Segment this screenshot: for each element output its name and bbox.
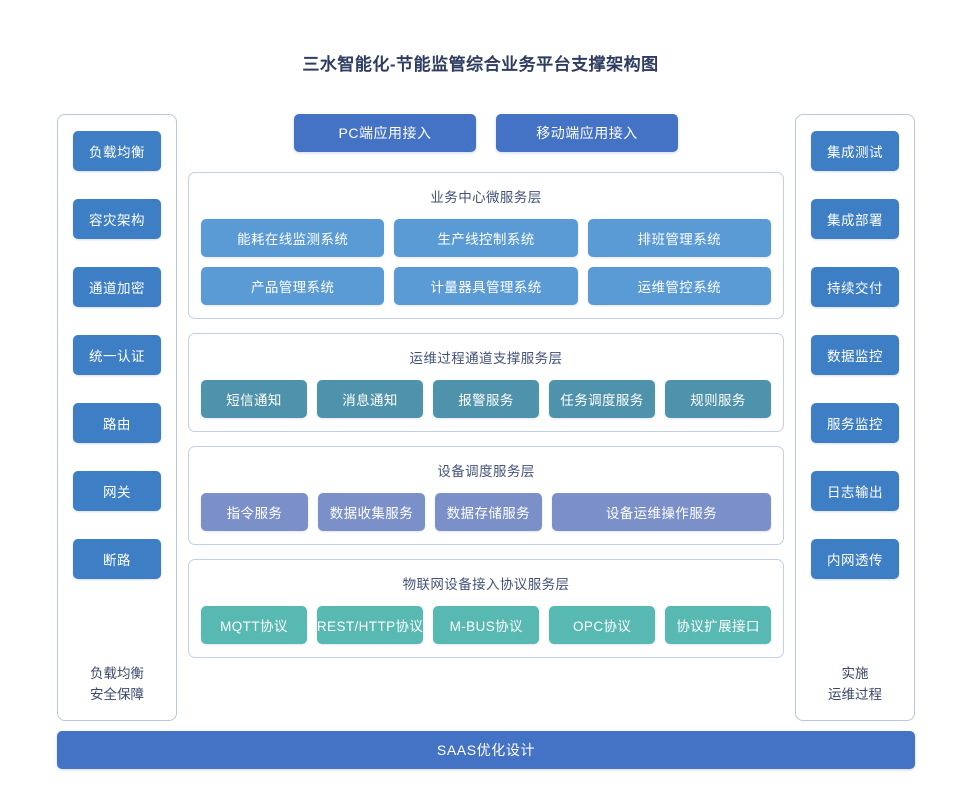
right-panel-item-chip[interactable]: 服务监控	[811, 403, 899, 443]
service-layer-title: 设备调度服务层	[437, 464, 535, 479]
service-chip[interactable]: MQTT协议	[201, 606, 307, 644]
service-layer-card: 设备调度服务层指令服务数据收集服务数据存储服务设备运维操作服务	[188, 446, 784, 545]
left-panel-item-chip[interactable]: 断路	[73, 539, 161, 579]
left-side-panel: 负载均衡容灾架构通道加密统一认证路由网关断路 负载均衡 安全保障	[57, 114, 177, 721]
saas-optimization-bar[interactable]: SAAS优化设计	[57, 731, 915, 769]
right-side-panel: 集成测试集成部署持续交付数据监控服务监控日志输出内网透传 实施 运维过程	[795, 114, 915, 721]
service-chip[interactable]: 任务调度服务	[549, 380, 655, 418]
left-panel-footer-line2: 安全保障	[90, 687, 144, 703]
service-chip[interactable]: OPC协议	[549, 606, 656, 644]
service-chip[interactable]: REST/HTTP协议	[316, 606, 424, 644]
right-panel-item-chip[interactable]: 集成部署	[811, 199, 899, 239]
service-chip[interactable]: 消息通知	[317, 380, 423, 418]
left-panel-item-chip[interactable]: 通道加密	[73, 267, 161, 307]
service-chip[interactable]: 数据存储服务	[434, 493, 542, 531]
right-panel-footer-line2: 运维过程	[828, 687, 882, 703]
diagram-body: 负载均衡容灾架构通道加密统一认证路由网关断路 负载均衡 安全保障 PC端应用接入…	[57, 114, 915, 721]
service-chip-row: 产品管理系统计量器具管理系统运维管控系统	[201, 267, 771, 305]
service-chip[interactable]: 报警服务	[433, 380, 539, 418]
service-layer-title: 业务中心微服务层	[430, 190, 542, 205]
service-chip[interactable]: 计量器具管理系统	[394, 267, 578, 305]
service-chip[interactable]: 能耗在线监测系统	[201, 219, 385, 257]
service-chip[interactable]: 协议扩展接口	[665, 606, 772, 644]
service-chip[interactable]: 产品管理系统	[201, 267, 385, 305]
left-panel-item-chip[interactable]: 网关	[73, 471, 161, 511]
left-panel-item-chip[interactable]: 路由	[73, 403, 161, 443]
service-chip[interactable]: 运维管控系统	[587, 267, 771, 305]
service-chip[interactable]: 设备运维操作服务	[551, 493, 772, 531]
right-panel-footer-line1: 实施	[841, 666, 869, 682]
access-bar[interactable]: 移动端应用接入	[496, 114, 678, 152]
left-panel-item-chip[interactable]: 负载均衡	[73, 131, 161, 171]
service-layer-title: 物联网设备接入协议服务层	[402, 577, 570, 592]
right-panel-item-chip[interactable]: 集成测试	[811, 131, 899, 171]
service-chip[interactable]: 指令服务	[201, 493, 308, 531]
service-chip[interactable]: 数据收集服务	[317, 493, 425, 531]
service-chip-row: 能耗在线监测系统生产线控制系统排班管理系统	[201, 219, 771, 257]
center-column: PC端应用接入移动端应用接入 业务中心微服务层能耗在线监测系统生产线控制系统排班…	[188, 114, 784, 721]
application-access-row: PC端应用接入移动端应用接入	[188, 114, 784, 152]
right-panel-item-chip[interactable]: 日志输出	[811, 471, 899, 511]
right-panel-item-chip[interactable]: 数据监控	[811, 335, 899, 375]
service-layer-card: 业务中心微服务层能耗在线监测系统生产线控制系统排班管理系统产品管理系统计量器具管…	[188, 172, 784, 319]
right-panel-footer: 实施 运维过程	[828, 646, 882, 706]
service-chip[interactable]: M-BUS协议	[433, 606, 540, 644]
service-layers: 业务中心微服务层能耗在线监测系统生产线控制系统排班管理系统产品管理系统计量器具管…	[188, 172, 784, 658]
service-chip-row: 短信通知消息通知报警服务任务调度服务规则服务	[201, 380, 771, 418]
right-panel-item-chip[interactable]: 持续交付	[811, 267, 899, 307]
service-chip-row: 指令服务数据收集服务数据存储服务设备运维操作服务	[201, 493, 772, 531]
left-panel-footer: 负载均衡 安全保障	[90, 646, 144, 706]
right-panel-item-chip[interactable]: 内网透传	[811, 539, 899, 579]
service-layer-title: 运维过程通道支撑服务层	[409, 351, 563, 366]
service-chip[interactable]: 规则服务	[665, 380, 771, 418]
service-chip[interactable]: 生产线控制系统	[394, 219, 578, 257]
service-chip[interactable]: 短信通知	[201, 380, 307, 418]
service-chip[interactable]: 排班管理系统	[587, 219, 771, 257]
page-title: 三水智能化-节能监管综合业务平台支撑架构图	[302, 55, 659, 74]
service-layer-card: 运维过程通道支撑服务层短信通知消息通知报警服务任务调度服务规则服务	[188, 333, 784, 432]
left-panel-item-chip[interactable]: 容灾架构	[73, 199, 161, 239]
left-panel-item-chip[interactable]: 统一认证	[73, 335, 161, 375]
left-panel-footer-line1: 负载均衡	[90, 666, 144, 682]
access-bar[interactable]: PC端应用接入	[294, 114, 476, 152]
